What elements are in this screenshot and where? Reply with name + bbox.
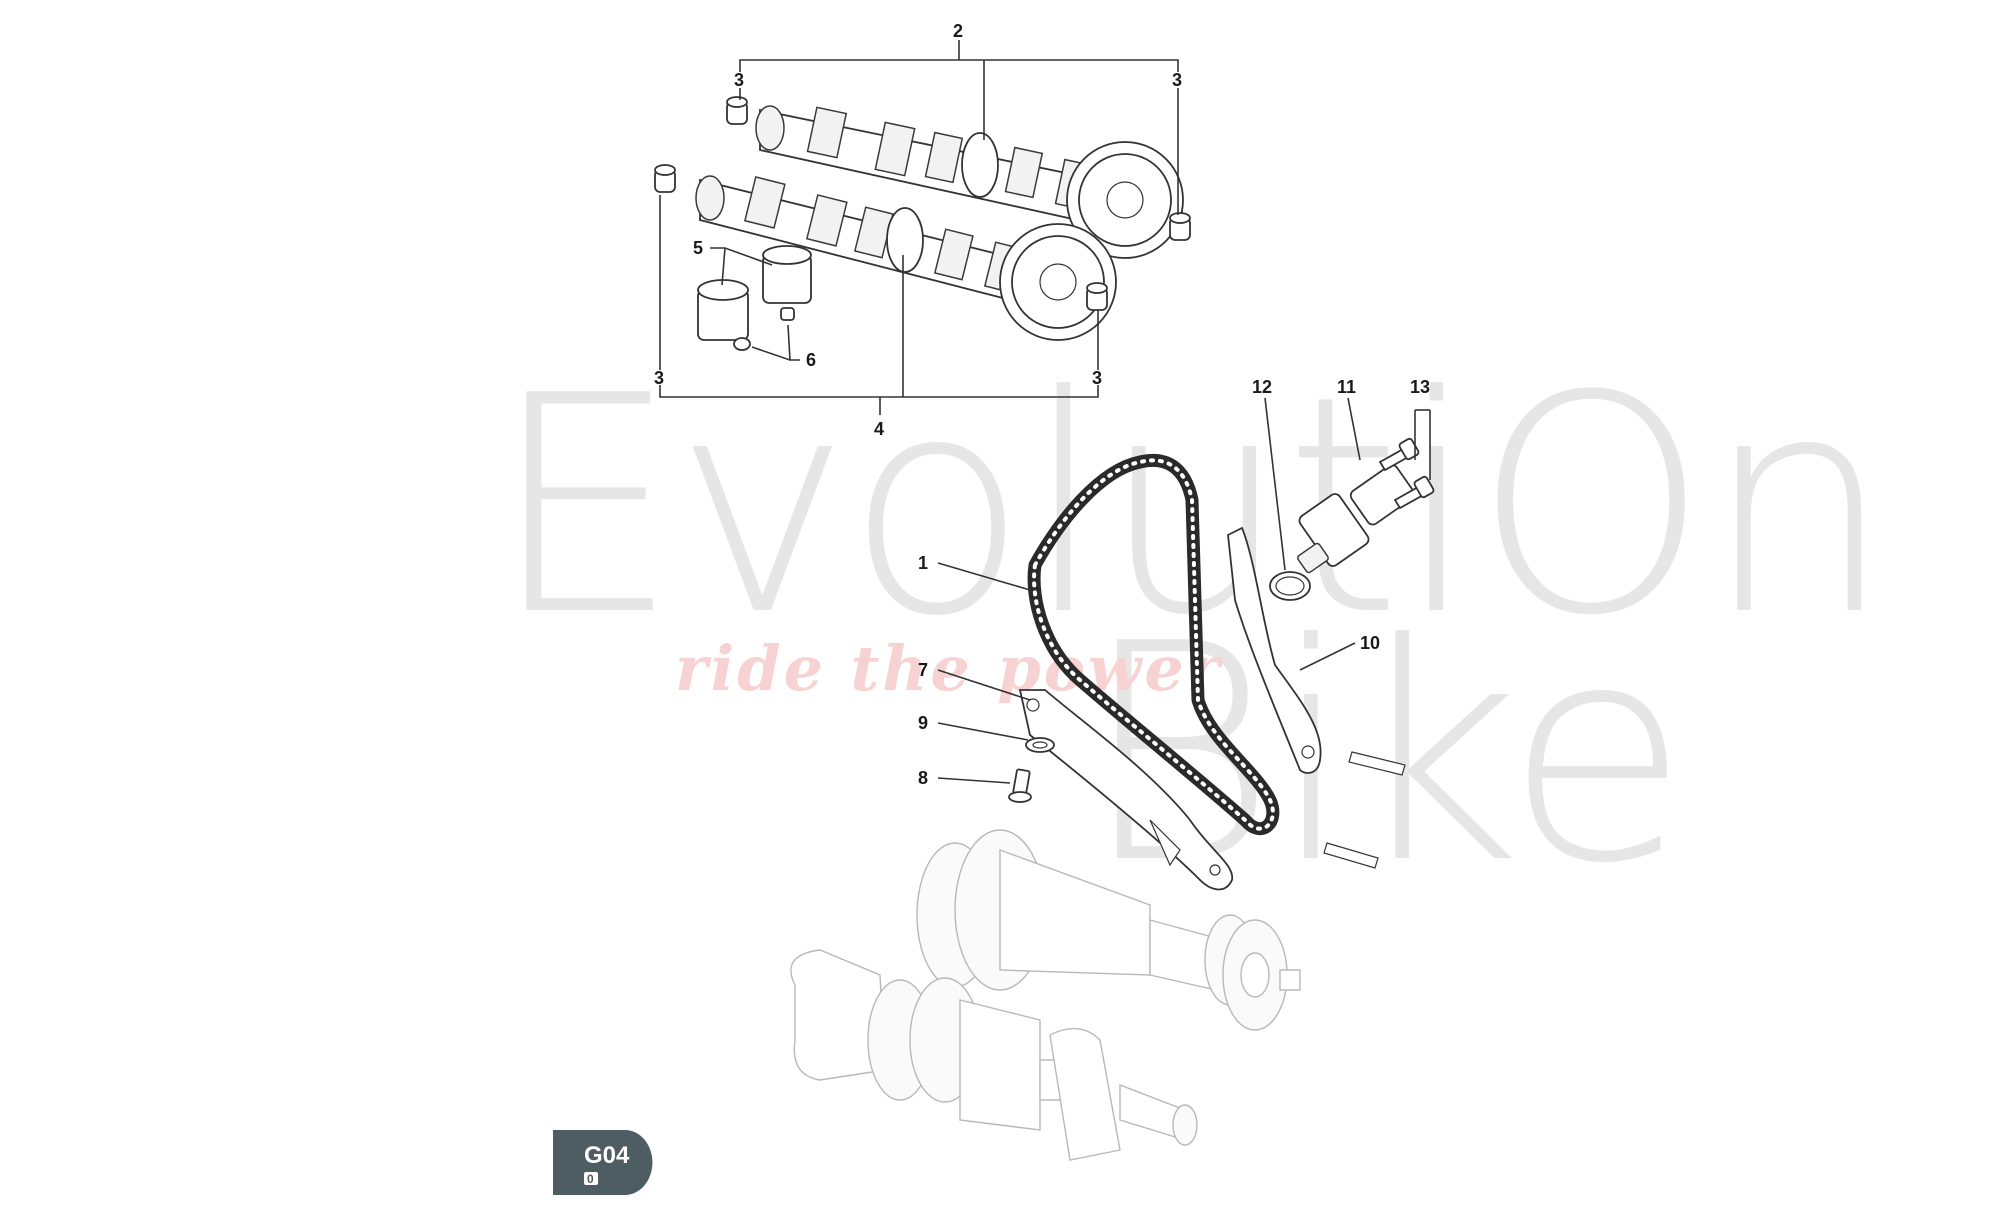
slider-washer: [1025, 737, 1055, 753]
callout-4: 4: [874, 419, 884, 439]
callout-11: 11: [1337, 377, 1356, 397]
guide-pins: [1323, 751, 1406, 869]
chain-guide-fixed: [1227, 526, 1322, 774]
page-badge-shape: [553, 1130, 653, 1195]
timing-chain: [1027, 453, 1280, 836]
leader-lines: [659, 40, 1431, 784]
camshaft-lower: [695, 175, 1117, 341]
callout-12: 12: [1252, 377, 1272, 397]
callout-9: 9: [918, 713, 928, 733]
callout-3-bottom-left: 3: [654, 368, 664, 388]
watermark-tagline: ride the power: [675, 632, 1224, 705]
callout-13: 13: [1410, 377, 1430, 397]
callout-8: 8: [918, 768, 928, 788]
tensioner-bolts: [1378, 437, 1435, 510]
counter-shaft: [916, 829, 1301, 1031]
slider-bolt: [1008, 768, 1032, 803]
seal-upper-right: [1169, 212, 1191, 241]
callout-10: 10: [1360, 633, 1380, 653]
shim-1: [780, 307, 795, 321]
callout-3-top-left: 3: [734, 70, 744, 90]
seal-lower-left: [654, 164, 676, 193]
tappet-front: [697, 279, 749, 341]
callout-labels: 2 3 3 3 3 4 5 6 1 7 8 9 10 11 12 13: [654, 21, 1430, 788]
crankshaft-assembly: [790, 829, 1301, 1161]
callout-1: 1: [918, 553, 928, 573]
callout-3-top-right: 3: [1172, 70, 1182, 90]
callout-3-bottom-right: 3: [1092, 368, 1102, 388]
page-badge-code: G04: [584, 1142, 630, 1169]
callout-5: 5: [693, 238, 703, 258]
camshaft-seals: [654, 96, 1191, 311]
shim-2: [733, 337, 751, 351]
page-badge: G04 0: [553, 1130, 653, 1195]
crankshaft: [790, 949, 1198, 1161]
tensioner-o-ring: [1269, 571, 1311, 601]
chain-tensioner: [1297, 464, 1415, 574]
callout-2: 2: [953, 21, 963, 41]
page-badge-sub: 0: [587, 1172, 594, 1186]
callout-7: 7: [918, 660, 928, 680]
tappet-back: [762, 245, 812, 304]
chain-tensioner-slider: [1018, 689, 1233, 891]
page-badge-sub-box: [584, 1172, 598, 1185]
seal-upper-left: [726, 96, 748, 125]
tappets: [697, 245, 812, 351]
camshaft-upper: [755, 105, 1184, 259]
callout-6: 6: [806, 350, 816, 370]
watermark-line2: Bike: [1080, 580, 1683, 929]
seal-lower-right: [1086, 282, 1108, 311]
